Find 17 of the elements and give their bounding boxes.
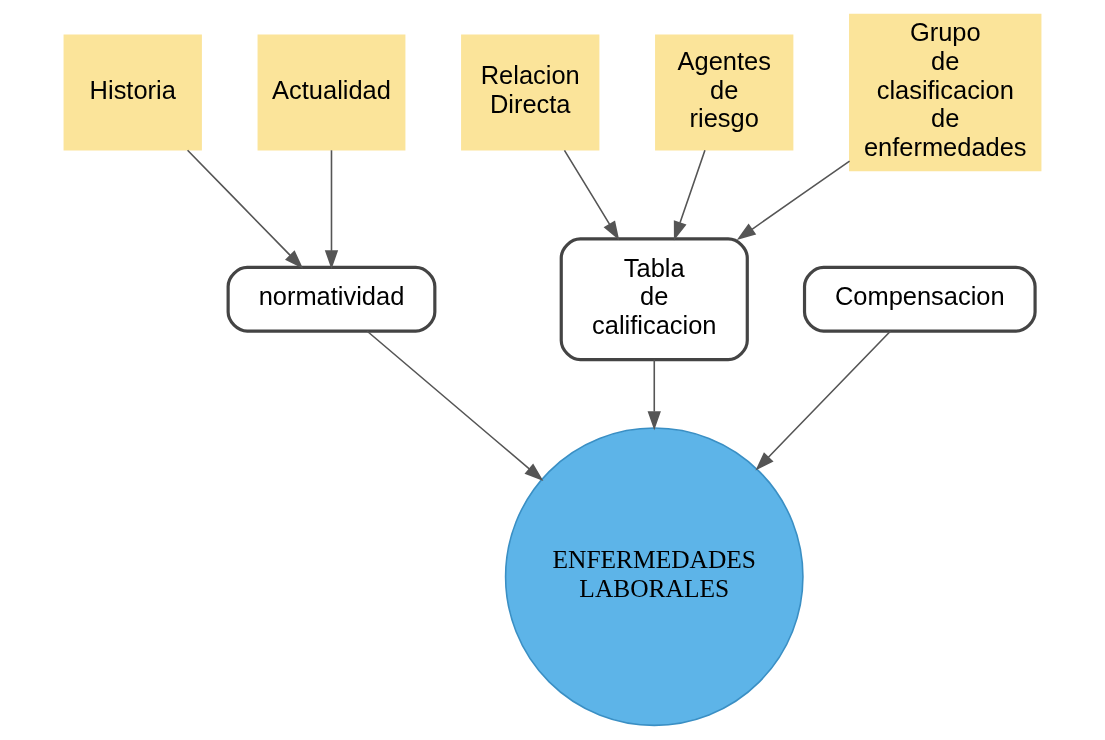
arrow (647, 358, 661, 431)
node-box: Grupo de clasificacion de enfermedades (849, 13, 1042, 172)
node-circle: ENFERMEDADES LABORALES (504, 427, 804, 727)
arrow (673, 149, 706, 241)
arrow (186, 149, 304, 269)
node-box: Historia (63, 34, 202, 151)
arrow (755, 330, 892, 471)
node-box: Tabla de calificacion (559, 237, 749, 362)
arrow (366, 330, 544, 481)
node-box: Relacion Directa (461, 34, 600, 151)
node-box: normatividad (226, 265, 437, 333)
arrow (736, 160, 851, 240)
node-box: Actualidad (257, 34, 406, 151)
arrow (563, 149, 620, 241)
node-box: Agentes de riesgo (655, 34, 794, 151)
arrow (324, 149, 339, 270)
node-box: Compensacion (802, 265, 1037, 333)
